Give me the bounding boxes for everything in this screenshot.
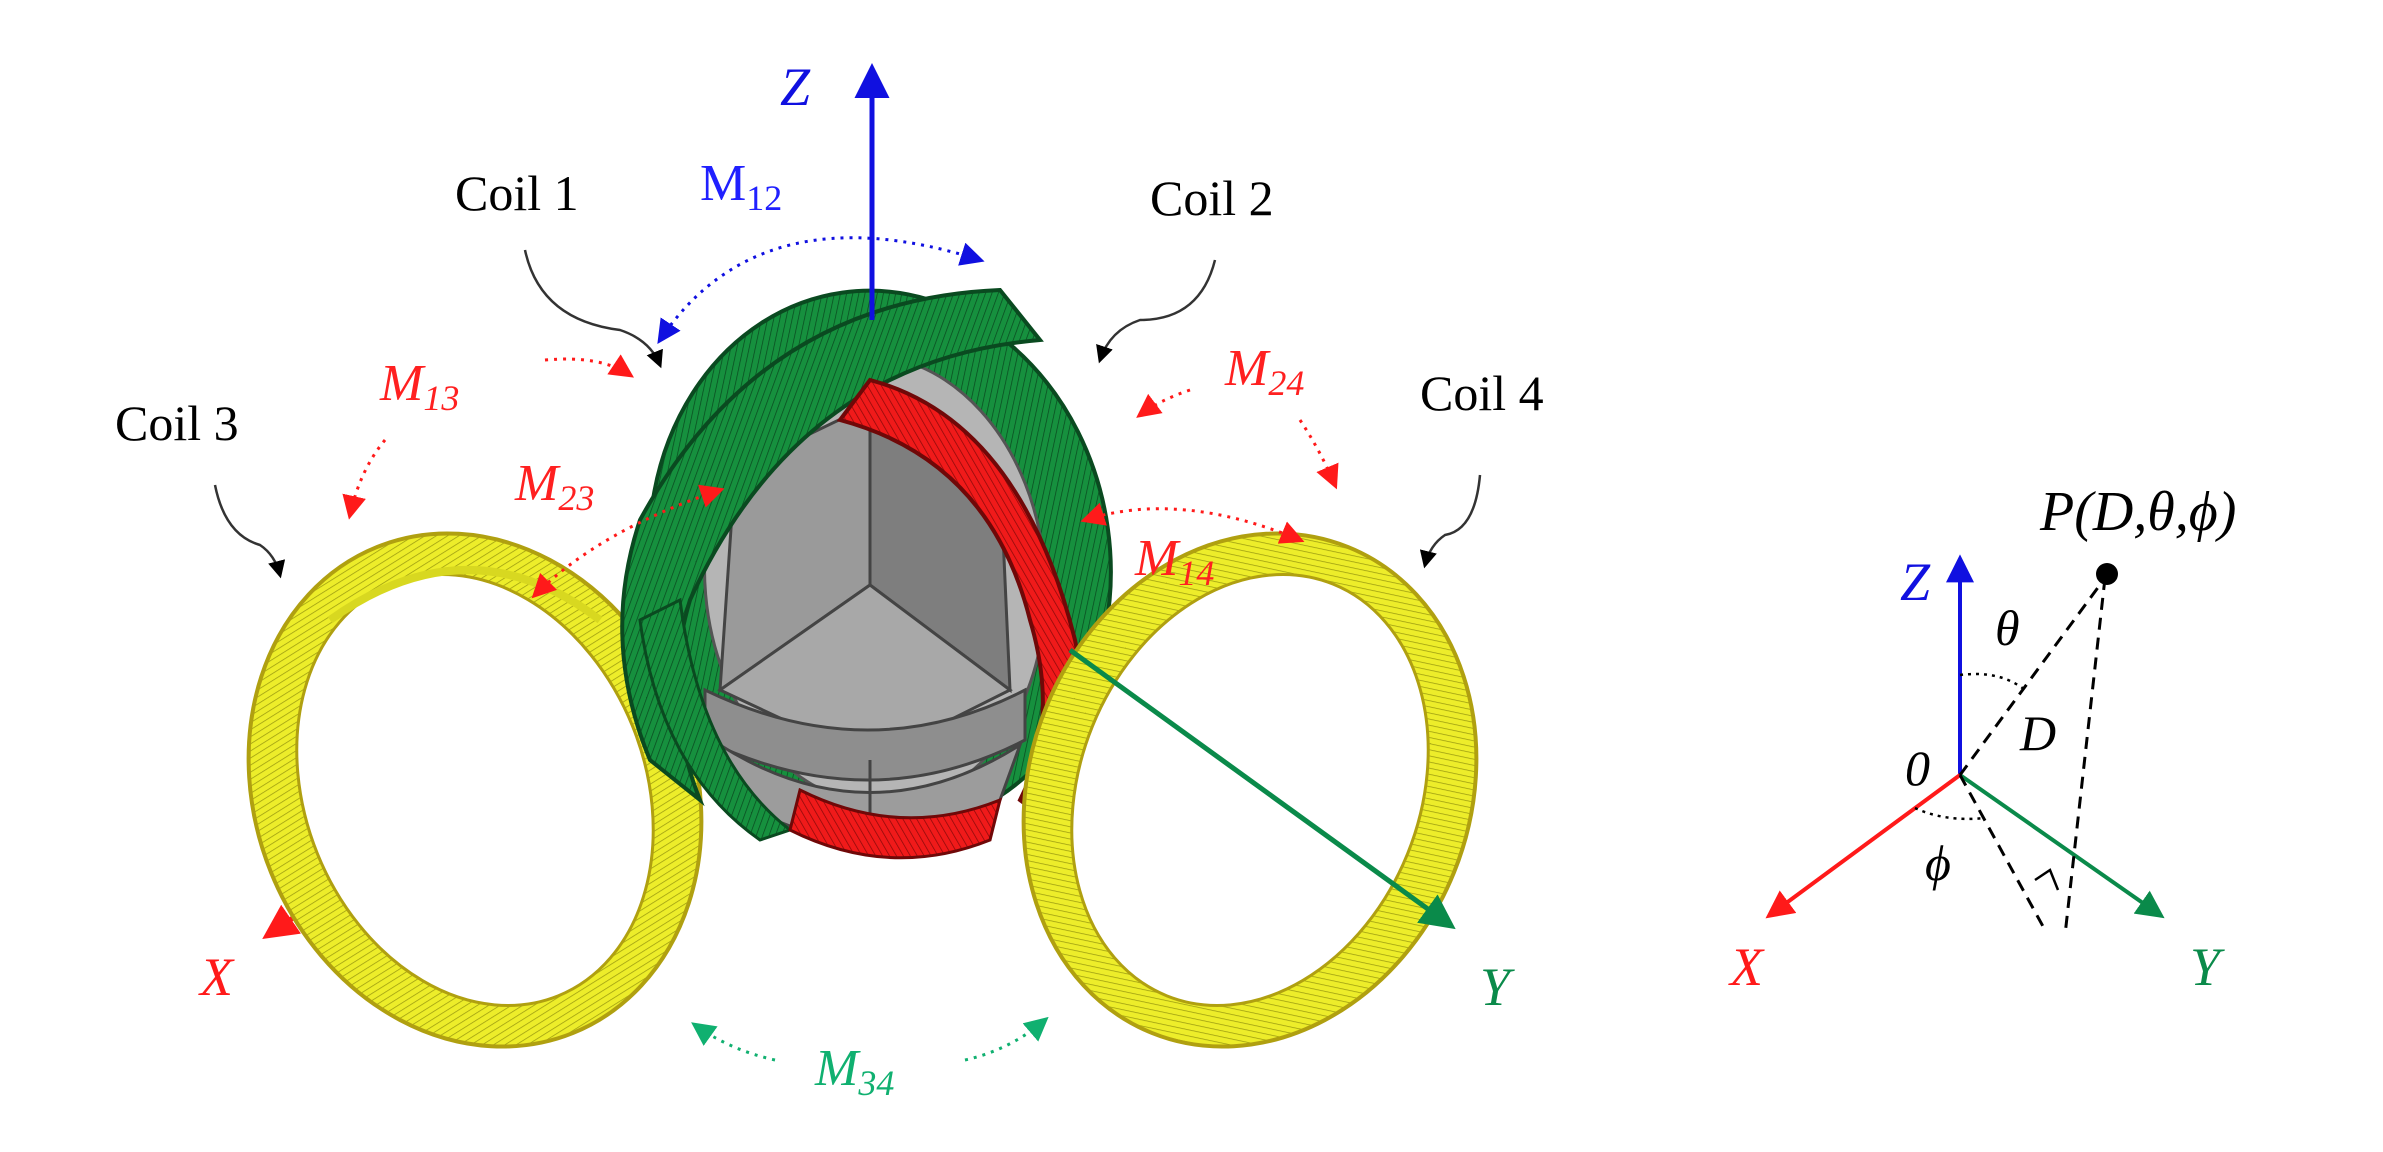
m24-label: M24 — [1224, 340, 1304, 403]
point-p-label: P(D,θ,ϕ) — [2039, 481, 2236, 543]
coord-x-axis — [1765, 773, 1962, 919]
y-axis-line — [1068, 647, 1456, 930]
coil-1-pointer — [523, 249, 663, 369]
coil-3-ring — [246, 531, 704, 1049]
m13-label: M13 — [379, 355, 459, 418]
m23-label: M23 — [514, 455, 594, 518]
coil-3-label: Coil 3 — [115, 395, 239, 451]
z-axis-label: Z — [780, 57, 811, 117]
spherical-coordinate-sketch: Z X Y 0 θ ϕ D P(D,θ,ϕ) — [1728, 481, 2236, 997]
phi-label: ϕ — [1925, 835, 1951, 891]
coil-2-pointer — [1096, 259, 1217, 364]
theta-label: θ — [1995, 600, 2020, 656]
coord-y-label: Y — [2190, 937, 2225, 997]
m34-arrow-b — [964, 1016, 1049, 1062]
m14-label: M14 — [1134, 530, 1214, 593]
coil-3-pointer — [213, 484, 286, 579]
right-angle-mark — [2034, 868, 2060, 891]
m12-arrow — [657, 236, 985, 344]
coil-1-label: Coil 1 — [455, 165, 579, 221]
m34-arrow-a — [691, 1022, 776, 1062]
coil-2-label: Coil 2 — [1150, 170, 1274, 226]
m12-label: M12 — [700, 155, 782, 218]
origin-label: 0 — [1905, 740, 1930, 796]
m13-arrow-a — [544, 354, 634, 378]
m24-arrow-b — [1298, 419, 1339, 490]
ground-projection-line — [1958, 774, 2047, 931]
theta-arc — [1959, 672, 2026, 691]
m34-label: M34 — [814, 1040, 894, 1103]
coord-y-axis — [1958, 773, 2165, 919]
coord-x-label: X — [1728, 937, 1765, 997]
projection-line — [2063, 577, 2107, 936]
y-axis-label: Y — [1480, 957, 1515, 1017]
coil-assembly-core — [620, 287, 1113, 860]
coil-4-pointer — [1419, 474, 1482, 569]
coord-z-label: Z — [1900, 552, 1931, 612]
distance-line — [1958, 577, 2107, 776]
m13-arrow-b — [342, 439, 387, 520]
point-p — [2096, 563, 2118, 585]
distance-label: D — [2019, 705, 2056, 761]
x-axis-label: X — [198, 947, 235, 1007]
phi-arc — [1914, 806, 1986, 821]
coil-4-ring — [1021, 531, 1479, 1049]
m24-arrow-a — [1136, 388, 1191, 418]
coil-4-label: Coil 4 — [1420, 365, 1544, 421]
